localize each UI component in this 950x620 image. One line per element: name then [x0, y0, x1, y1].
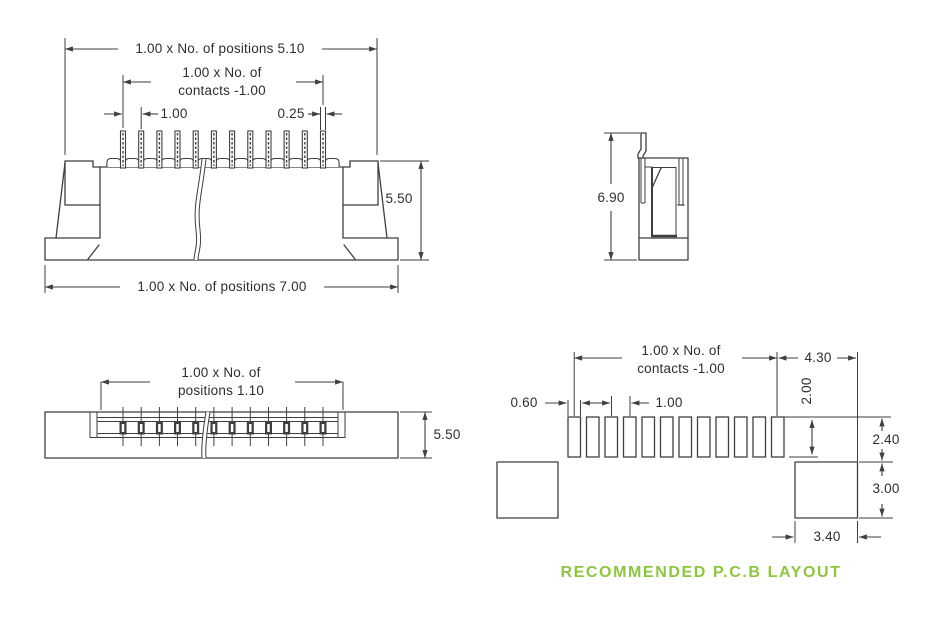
dim-label-pcb-end-offset: 4.30 — [804, 350, 831, 365]
dim-label-pcb-hole-width: 3.40 — [813, 529, 840, 544]
dim-front-height: 5.50 — [380, 160, 429, 261]
dim-label-top-positions-l1: 1.00 x No. of — [181, 365, 260, 380]
pcb-pad — [567, 416, 582, 458]
dim-pcb-end-offset: 4.30 — [778, 350, 856, 365]
dim-label-pcb-pad-width: 0.60 — [510, 395, 537, 410]
top-view: 1.00 x No. of positions 1.10 5.50 — [44, 365, 460, 459]
dim-label-top-height: 5.50 — [433, 427, 460, 442]
dim-label-pcb-pad-height: 2.00 — [799, 377, 814, 404]
dim-pcb-row-gap: 2.40 — [859, 418, 899, 463]
dim-label-pcb-contacts-l1: 1.00 x No. of — [641, 343, 720, 358]
pcb-pad-row — [567, 416, 785, 458]
side-view: 6.90 — [597, 132, 689, 261]
dim-pcb-pad-width: 0.60 — [510, 395, 601, 410]
dim-front-overall-top: 1.00 x No. of positions 5.10 — [64, 38, 378, 155]
dim-label-front-contacts-l1: 1.00 x No. of — [182, 65, 261, 80]
dim-pcb-pad-height: 2.00 — [789, 377, 818, 458]
pcb-layout-caption: RECOMMENDED P.C.B LAYOUT — [560, 564, 841, 581]
dim-label-pcb-pitch: 1.00 — [655, 395, 682, 410]
top-contact — [119, 406, 127, 447]
top-contact-row — [119, 406, 327, 447]
dim-label-front-overall-bottom: 1.00 x No. of positions 7.00 — [137, 279, 306, 294]
dim-top-positions: 1.00 x No. of positions 1.10 — [100, 365, 344, 410]
pcb-layout-view: 1.00 x No. of contacts -1.00 4.30 0.60 1… — [496, 343, 899, 581]
dim-front-pitch: 1.00 — [104, 106, 187, 129]
dim-label-pcb-row-gap: 2.40 — [872, 432, 899, 447]
pcb-mounting-pad-left — [496, 461, 559, 519]
front-pin — [119, 130, 127, 169]
dim-label-side-height: 6.90 — [597, 190, 624, 205]
dim-pcb-hole-height: 3.00 — [859, 463, 899, 519]
dim-label-front-contacts-l2: contacts -1.00 — [178, 83, 266, 98]
dim-pcb-pitch: 1.00 — [592, 395, 682, 410]
front-body — [44, 160, 399, 261]
dim-pcb-hole-width: 3.40 — [772, 521, 881, 544]
dim-front-contacts-span: 1.00 x No. of contacts -1.00 — [122, 65, 324, 128]
dim-front-contact-width: 0.25 — [277, 106, 342, 130]
front-view: 1.00 x No. of positions 5.10 1.00 x No. … — [44, 38, 429, 294]
dim-label-top-positions-l2: positions 1.10 — [178, 383, 264, 398]
dim-label-pcb-contacts-l2: contacts -1.00 — [637, 361, 725, 376]
dim-pcb-contacts-span: 1.00 x No. of contacts -1.00 — [574, 343, 777, 376]
dim-label-front-pitch: 1.00 — [160, 106, 187, 121]
dim-top-height: 5.50 — [400, 411, 460, 459]
dim-front-overall-bottom: 1.00 x No. of positions 7.00 — [44, 265, 399, 294]
top-break-line — [201, 411, 211, 459]
dim-label-front-height: 5.50 — [385, 191, 412, 206]
dim-label-front-contact-width: 0.25 — [277, 106, 304, 121]
dim-side-height: 6.90 — [597, 132, 640, 261]
top-body — [44, 411, 399, 459]
front-break-line — [193, 158, 207, 261]
dim-label-pcb-hole-height: 3.00 — [872, 481, 899, 496]
pcb-mounting-pad-right — [794, 461, 859, 519]
side-body — [637, 132, 689, 261]
dim-label-front-overall-top: 1.00 x No. of positions 5.10 — [135, 41, 304, 56]
